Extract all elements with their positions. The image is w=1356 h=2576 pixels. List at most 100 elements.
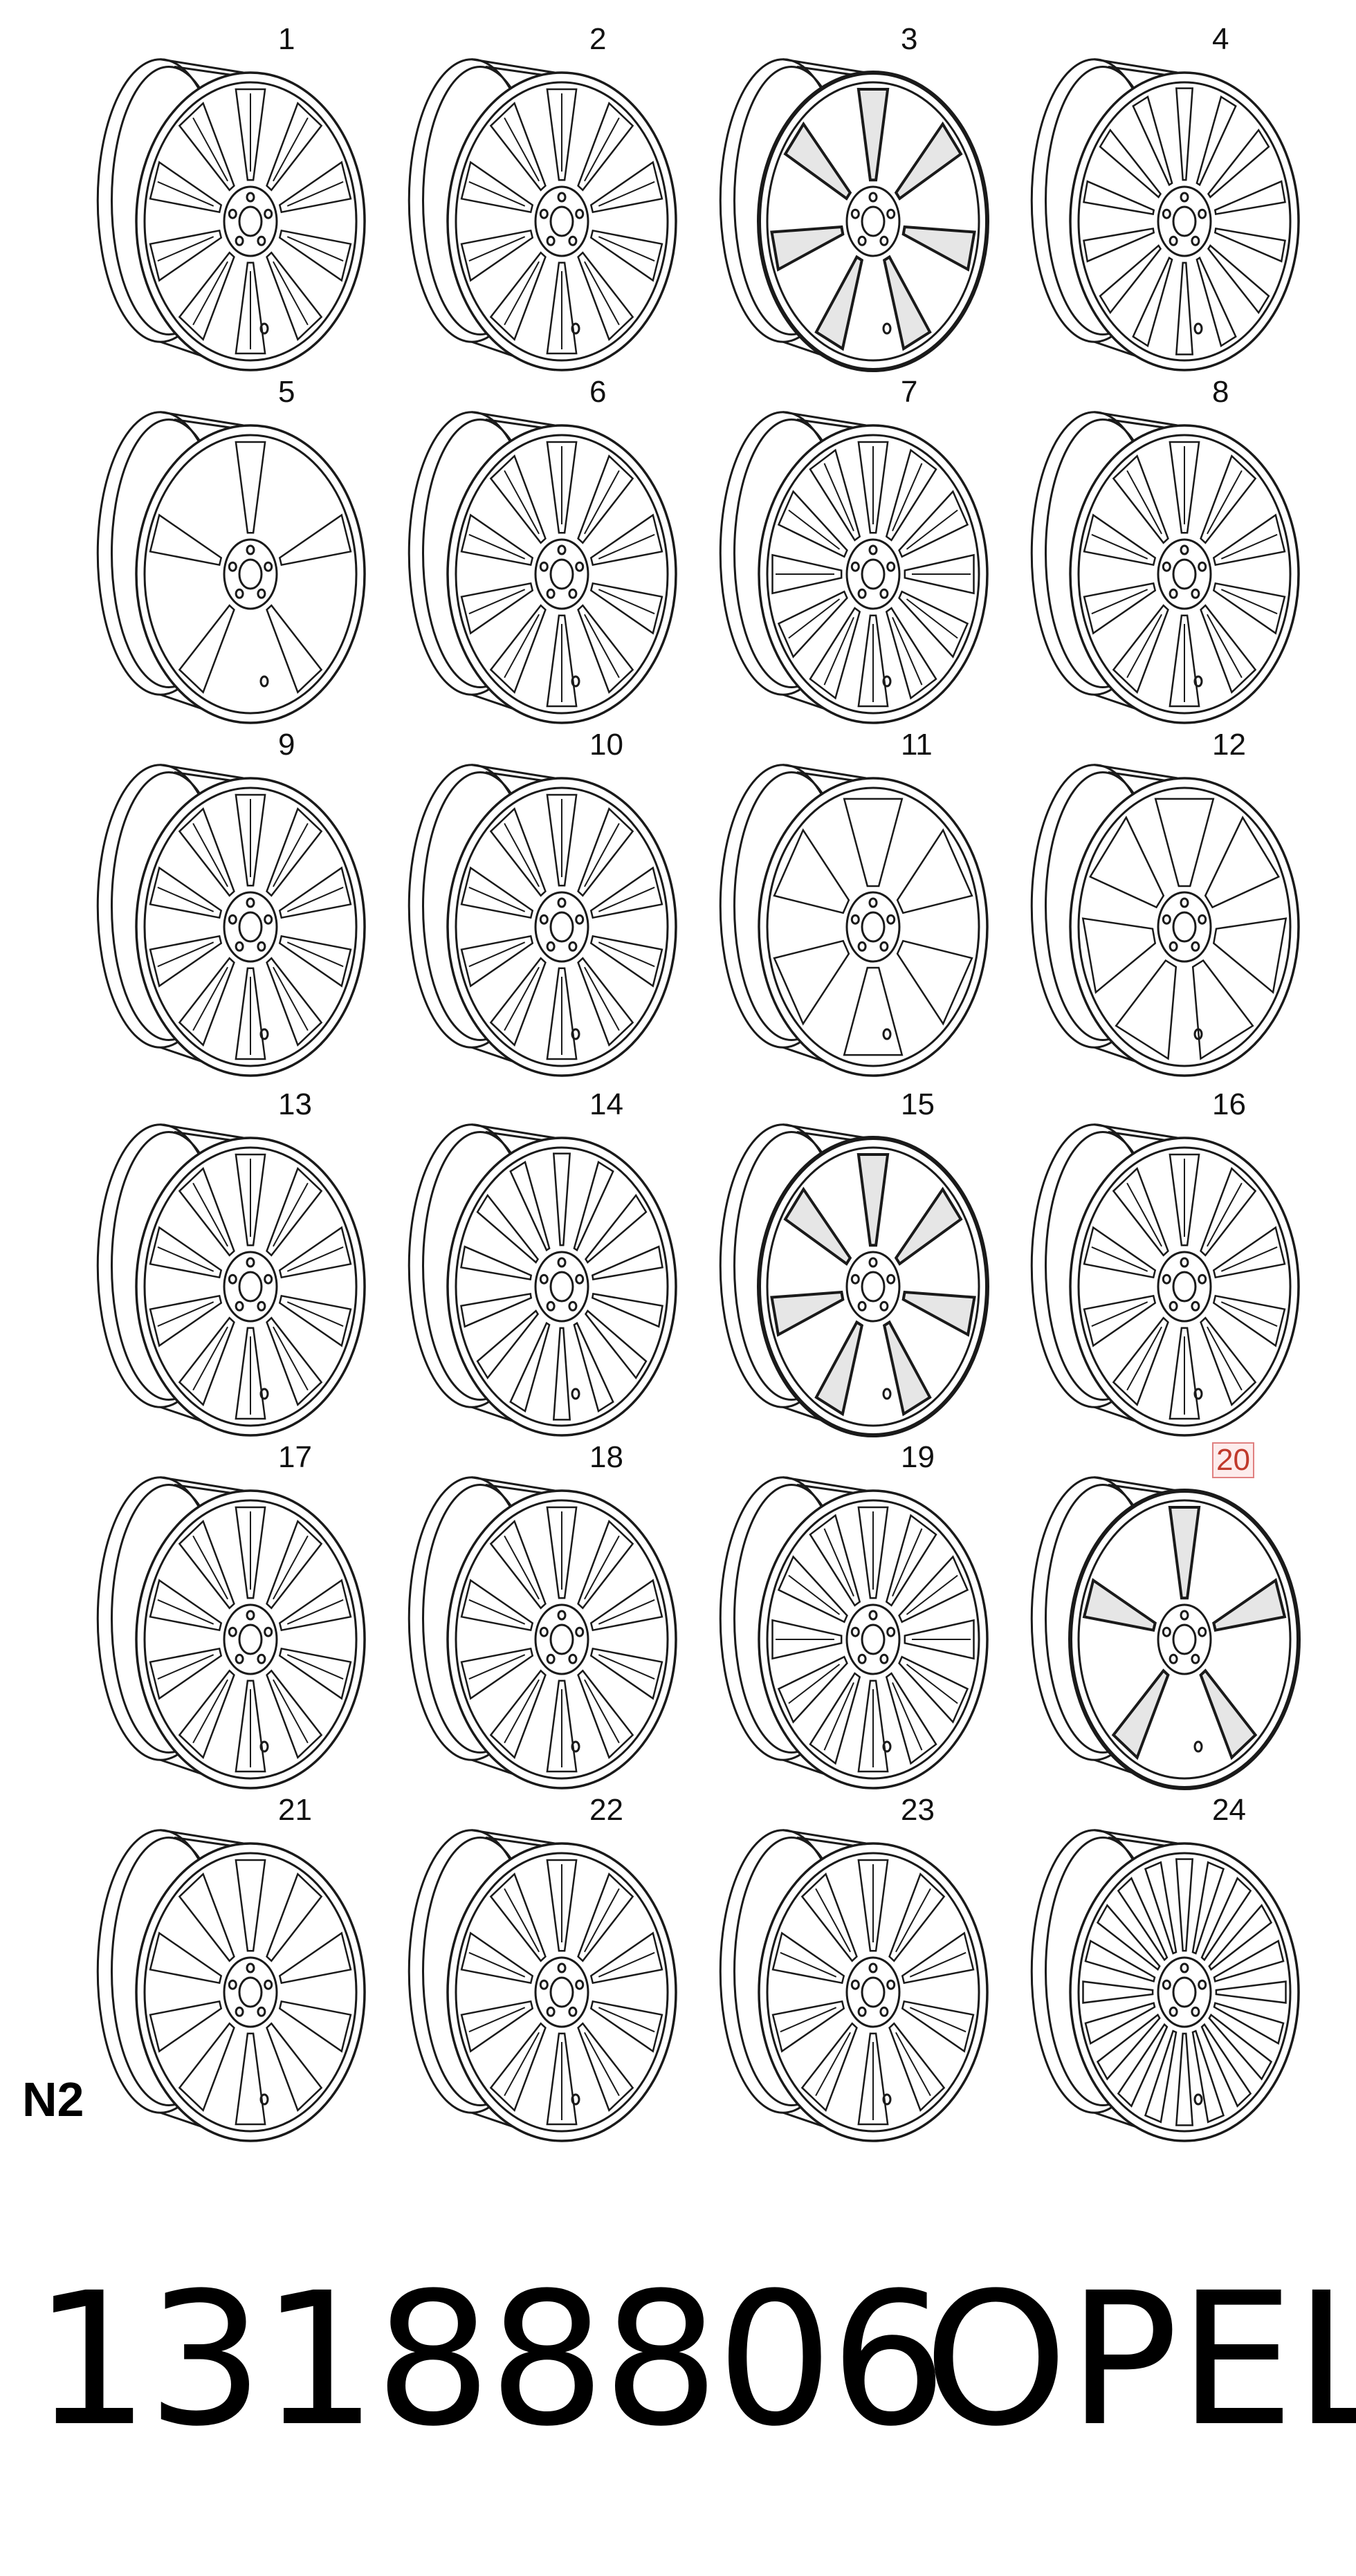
rim-front-lip: [143, 434, 358, 715]
spoke-split-line: [192, 1182, 228, 1247]
spoke-split-line: [598, 1654, 655, 1680]
lug-hole: [257, 1300, 266, 1312]
lug-hole: [879, 1300, 889, 1312]
spoke: [278, 1579, 352, 1632]
valve-hole: [882, 1740, 892, 1753]
lug-hole: [879, 588, 889, 599]
lug-hole: [857, 2006, 867, 2017]
spoke: [460, 582, 534, 635]
spoke: [509, 1161, 551, 1252]
lug-hole: [857, 235, 867, 246]
valve-hole: [1193, 1740, 1203, 1753]
callout-2: 2: [589, 22, 607, 56]
spoke: [149, 1931, 223, 1985]
spoke-split-line: [584, 2032, 620, 2097]
valve-hole: [259, 1388, 269, 1400]
spoke-split-line: [273, 822, 309, 887]
spoke: [1132, 95, 1173, 187]
spoke: [589, 2000, 663, 2053]
spoke-split-line: [906, 509, 958, 550]
spoke-split-line: [468, 589, 526, 615]
lug-hole: [886, 1979, 896, 1990]
spoke: [901, 225, 976, 272]
center-bore: [1172, 205, 1197, 237]
spoke-split-line: [1091, 589, 1148, 615]
spoke: [584, 1193, 648, 1264]
spoke: [1117, 2023, 1169, 2108]
wheel-item-19: [719, 1476, 989, 1790]
lug-hole: [257, 588, 266, 599]
spoke-split-line: [906, 1574, 958, 1615]
valve-hole: [571, 322, 580, 335]
valve-hole: [1193, 322, 1203, 335]
hub: [1157, 1956, 1212, 2028]
spoke: [898, 1655, 969, 1724]
spoke-split-line: [598, 589, 655, 615]
spoke-split-line: [584, 470, 620, 535]
spoke: [235, 1859, 266, 1952]
spoke-split-line: [788, 1664, 841, 1704]
spoke-split-line: [584, 261, 620, 326]
lug-hole: [546, 235, 556, 246]
spoke: [1083, 513, 1157, 567]
spoke: [1111, 1668, 1170, 1760]
hub: [223, 538, 278, 610]
spoke: [1215, 1980, 1287, 2004]
spoke: [460, 1579, 534, 1632]
spoke: [178, 2022, 235, 2113]
rim-front-lip: [455, 1499, 669, 1780]
wheel-item-8: [1030, 411, 1300, 724]
callout-15: 15: [901, 1087, 935, 1121]
diagram-code: N2: [22, 2072, 84, 2126]
spoke: [1082, 1980, 1154, 2004]
wheel-item-17: [96, 1476, 366, 1790]
lug-hole: [539, 1979, 549, 1990]
spoke: [1212, 513, 1286, 567]
callout-13: 13: [278, 1087, 312, 1121]
lug-hole: [246, 1257, 255, 1268]
lug-hole: [568, 941, 578, 952]
spoke: [278, 1294, 352, 1347]
spoke-split-line: [584, 1679, 620, 1744]
barrel-top: [471, 1123, 556, 1139]
lug-hole: [1169, 235, 1178, 246]
spoke-split-line: [504, 822, 540, 887]
center-bore: [1172, 558, 1197, 590]
spoke: [278, 935, 352, 988]
hub: [223, 1956, 278, 2028]
lug-hole: [228, 208, 237, 219]
spoke-split-line: [468, 886, 526, 912]
valve-hole: [259, 675, 269, 688]
spoke: [901, 2000, 975, 2053]
rim-front-lip: [1077, 1852, 1292, 2133]
spoke: [1212, 1578, 1287, 1632]
lug-hole: [857, 588, 867, 599]
callout-9: 9: [278, 728, 295, 762]
spoke-split-line: [468, 181, 526, 207]
spoke: [896, 939, 973, 1026]
lug-hole: [1180, 544, 1189, 555]
lug-hole: [886, 561, 896, 572]
spoke-split-line: [157, 886, 214, 912]
callout-1: 1: [278, 22, 295, 56]
hub: [1157, 1603, 1212, 1675]
hub: [1157, 538, 1212, 610]
spoke: [777, 1555, 848, 1623]
center-bore: [861, 1976, 886, 2008]
center-bore: [238, 558, 263, 590]
spoke: [1144, 1861, 1178, 1955]
lug-hole: [1191, 588, 1200, 599]
lug-hole: [235, 2006, 244, 2017]
lug-hole: [228, 914, 237, 925]
barrel-top: [782, 1829, 867, 1845]
lug-hole: [1169, 941, 1178, 952]
spoke: [149, 1226, 223, 1279]
lug-hole: [539, 208, 549, 219]
barrel-top: [471, 764, 556, 780]
center-bore: [549, 1271, 574, 1303]
lug-hole: [879, 235, 889, 246]
spoke: [1200, 2023, 1252, 2108]
spoke-split-line: [504, 1888, 540, 1953]
lug-hole: [868, 544, 878, 555]
spoke-split-line: [598, 181, 655, 207]
